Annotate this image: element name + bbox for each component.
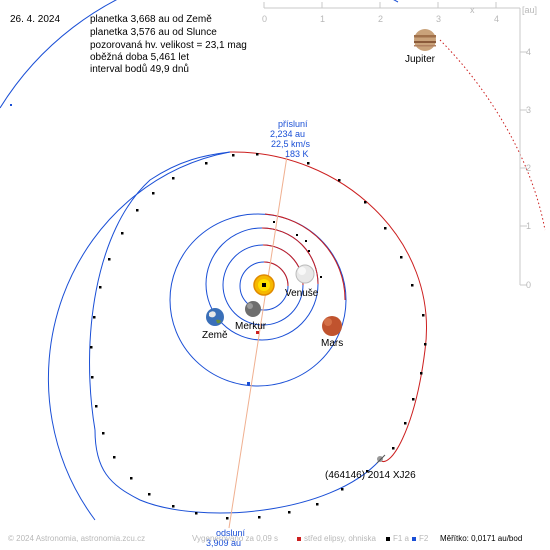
asteroid-orbit-points [90,153,427,520]
venus-label: Venuše [285,288,319,299]
mercury-icon [245,301,261,317]
perihelion-temp: 183 K [285,149,309,159]
asteroid-icon [376,454,386,464]
x-tick-3: 3 [436,14,441,24]
info-point-interval: interval bodů 49,9 dnů [90,63,189,75]
unit-label: [au] [522,5,537,15]
perihelion-annotation: přísluní 2,234 au 22,5 km/s 183 K [270,119,311,159]
x-tick-2: 2 [378,14,383,24]
asteroid-orbit-blue-left [89,151,231,431]
scale-label: Měřítko: 0,0171 au/bod [440,534,522,543]
asteroid-orbit-red [229,151,427,462]
y-tick-2: 2 [526,163,531,173]
jupiter-orbit [0,0,399,109]
axes: 0 1 2 3 4 x [au] 4 3 2 1 0 [262,2,537,290]
asteroid-orbit-blue [47,151,231,521]
mercury-orbit-red [263,261,289,287]
date-label: 26. 4. 2024 [10,14,60,25]
info-magnitude: pozorovaná hv. velikost = 23,1 mag [90,40,247,51]
inner-orbit-points [273,221,322,278]
asteroid-label: (464146) 2014 XJ26 [325,470,416,481]
legend-center: střed elipsy, ohniska [304,534,376,543]
footer: © 2024 Astronomia, astronomia.zcu.cz Vyg… [8,534,522,543]
jupiter-icon [414,29,436,51]
venus-icon [295,264,315,284]
y-tick-3: 3 [526,105,531,115]
aphelion-annotation: odsluní 3,909 au [206,528,246,548]
perihelion-label: přísluní [278,119,308,129]
y-tick-1: 1 [526,221,531,231]
copyright: © 2024 Astronomia, astronomia.zcu.cz [8,534,145,543]
info-distance-sun: planetka 3,576 au od Slunce [90,27,217,38]
jupiter-orbit-points [10,104,12,106]
perihelion-speed: 22,5 km/s [271,139,311,149]
center-legend-marker [297,537,301,541]
x-tick-0: 0 [262,14,267,24]
earth-orbit-red [261,227,319,285]
jupiter-label: Jupiter [405,54,436,65]
asteroid-orbit-blue-lower [94,429,381,514]
mars-label: Mars [321,338,343,349]
info-period: oběžná doba 5,461 let [90,52,189,63]
x-axis-label: x [470,5,475,15]
f1-legend-marker [386,537,390,541]
earth-label: Země [202,330,228,341]
render-time: Vygenerováno za 0,09 s [192,534,278,543]
sun-icon [253,274,275,296]
y-tick-0: 0 [526,280,531,290]
earth-icon [206,308,224,326]
apsis-line [228,155,288,529]
y-tick-4: 4 [526,47,531,57]
focus-f2-marker [247,382,250,385]
perihelion-distance: 2,234 au [270,129,305,139]
ellipse-center-marker [256,331,259,334]
info-panel: planetka 3,668 au od Země planetka 3,576… [90,14,247,75]
aphelion-distance: 3,909 au [206,538,241,548]
jupiter-orbit-dotted [439,39,546,231]
mercury-label: Merkur [235,321,267,332]
legend-f1: F1 a [393,534,410,543]
mars-orbit-red [264,213,346,301]
info-distance-earth: planetka 3,668 au od Země [90,14,212,25]
mars-orbit [169,213,347,387]
mars-icon [322,316,342,336]
legend-f2: F2 [419,534,429,543]
aphelion-label: odsluní [216,528,246,538]
x-tick-4: 4 [494,14,499,24]
f2-legend-marker [412,537,416,541]
x-tick-1: 1 [320,14,325,24]
